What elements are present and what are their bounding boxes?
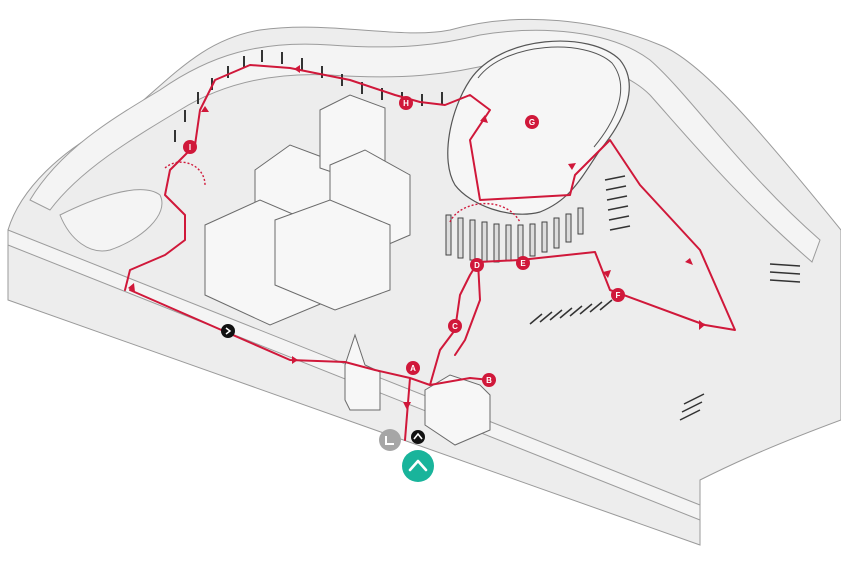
marker-a-label: A (410, 364, 416, 373)
entrance-main[interactable] (402, 450, 434, 482)
visitor-route (124, 64, 736, 441)
marker-d[interactable]: D (470, 258, 484, 272)
marker-f-label: F (616, 291, 621, 300)
marker-i-label: I (189, 143, 191, 152)
marker-b[interactable]: B (482, 373, 496, 387)
marker-b-label: B (486, 376, 492, 385)
exit-gray[interactable] (379, 429, 401, 451)
exit-arrow-icon (385, 436, 394, 445)
entrance-black[interactable] (411, 430, 425, 444)
plaza-g (447, 40, 630, 215)
chevron-up-icon (408, 459, 428, 472)
marker-e[interactable]: E (516, 256, 530, 270)
marker-d-label: D (474, 261, 480, 270)
marker-a[interactable]: A (406, 361, 420, 375)
dotted-d (449, 202, 521, 223)
marker-c[interactable]: C (448, 319, 462, 333)
hypostyle-columns (445, 207, 584, 263)
right-stairs (529, 175, 801, 421)
gatehouses (344, 333, 491, 446)
marker-e-label: E (520, 259, 526, 268)
exit-arrow-icon (225, 327, 232, 335)
marker-g-label: G (529, 118, 535, 127)
marker-c-label: C (452, 322, 458, 331)
route-arrows (128, 65, 705, 410)
marker-h-label: H (403, 99, 409, 108)
marker-g[interactable]: G (525, 115, 539, 129)
marker-f[interactable]: F (611, 288, 625, 302)
perimeter-path (29, 29, 821, 263)
marker-i[interactable]: I (183, 140, 197, 154)
central-buildings (204, 94, 411, 326)
chevron-up-icon (413, 432, 423, 440)
left-garden (59, 189, 163, 252)
exit-black[interactable] (221, 324, 235, 338)
plaza-g-rim (477, 46, 622, 148)
dotted-i (164, 161, 206, 186)
marker-h[interactable]: H (399, 96, 413, 110)
